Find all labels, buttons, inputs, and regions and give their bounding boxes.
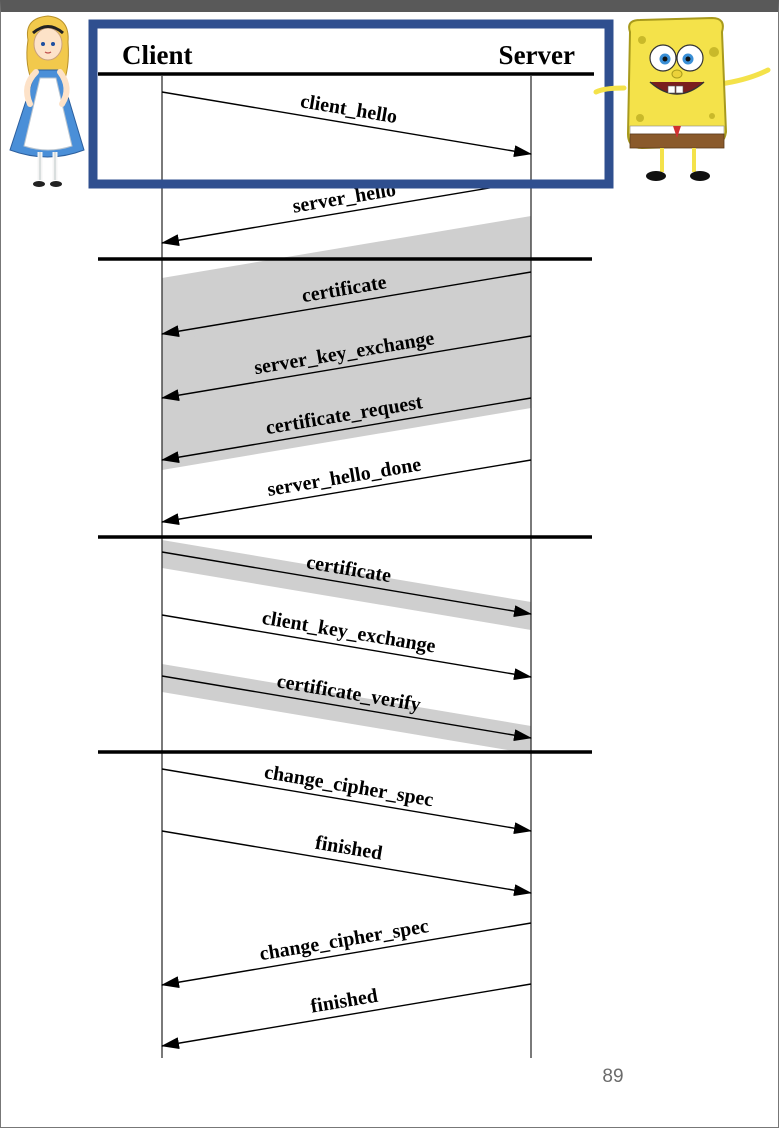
highlight-box — [88, 19, 614, 189]
message-client-hello: client_hello — [161, 90, 532, 158]
message-server-hello-done: server_hello_done — [161, 453, 532, 526]
message-arrow — [161, 91, 532, 158]
message-arrow — [161, 830, 532, 897]
message-arrow — [161, 397, 532, 464]
optional-bands — [162, 216, 531, 754]
message-arrow — [161, 180, 532, 247]
message-label: finished — [309, 985, 380, 1018]
message-arrow — [161, 675, 532, 742]
message-arrow — [161, 551, 532, 618]
message-arrow — [161, 459, 532, 526]
optional-band — [162, 342, 531, 470]
message-finished: finished — [161, 830, 532, 897]
page-number: 89 — [602, 1066, 623, 1087]
message-label: server_hello_done — [266, 453, 423, 500]
optional-band — [162, 540, 531, 630]
client-header: Client — [122, 40, 193, 70]
optional-band — [162, 664, 531, 754]
message-label: client_hello — [299, 90, 399, 128]
message-certificate: certificate — [161, 551, 532, 618]
message-label: change_cipher_spec — [263, 761, 435, 811]
message-arrow — [161, 614, 532, 681]
optional-band — [162, 280, 531, 408]
optional-band — [162, 216, 531, 344]
message-change-cipher-spec: change_cipher_spec — [161, 761, 532, 835]
message-arrow — [161, 922, 532, 989]
message-arrow — [161, 983, 532, 1050]
message-label: finished — [314, 832, 385, 865]
message-label: client_key_exchange — [260, 607, 437, 658]
spongebob-illustration — [593, 16, 771, 181]
alice-illustration — [9, 15, 85, 187]
message-label: change_cipher_spec — [258, 915, 430, 965]
message-change-cipher-spec: change_cipher_spec — [161, 915, 532, 989]
message-arrow — [161, 335, 532, 402]
message-arrow — [161, 271, 532, 338]
message-arrow — [161, 768, 532, 835]
server-header: Server — [499, 40, 575, 70]
message-finished: finished — [161, 983, 532, 1050]
